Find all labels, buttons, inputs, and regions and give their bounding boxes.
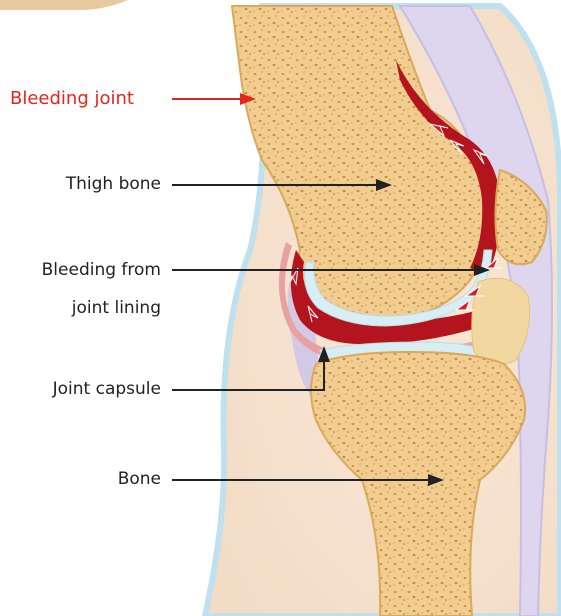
- label-bleeding-from: Bleeding from: [42, 258, 161, 283]
- label-joint-capsule: Joint capsule: [53, 377, 161, 402]
- corner-accent: [0, 0, 128, 10]
- fat-pad: [472, 278, 530, 364]
- label-bleeding-joint: Bleeding joint: [10, 86, 134, 111]
- label-joint-lining: joint lining: [72, 296, 161, 321]
- label-thigh-bone: Thigh bone: [66, 172, 161, 197]
- label-bone: Bone: [118, 467, 161, 492]
